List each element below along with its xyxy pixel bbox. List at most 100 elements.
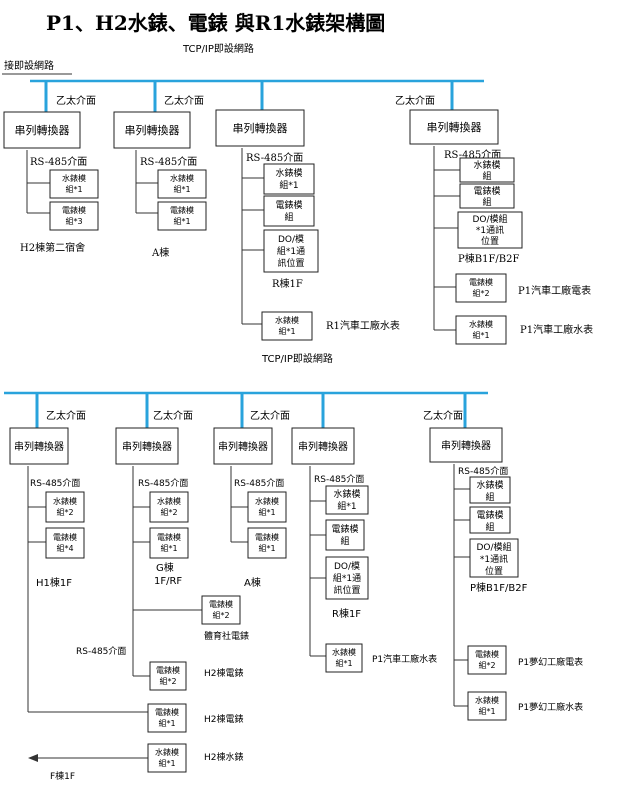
bottom-module-4d xyxy=(325,643,363,673)
bottom-module-5e xyxy=(467,691,507,721)
bottom-module-1a-l2: 組*2 xyxy=(56,507,73,517)
bottom-module-5d xyxy=(467,645,507,675)
bottom-network: TCP/IP即設網路 乙太介面 乙太介面 乙太介面 乙太介面 串列轉換器 RS-… xyxy=(4,352,583,782)
top-module-3c xyxy=(263,229,319,273)
top-module-4e-l2: 組*1 xyxy=(472,330,489,340)
bottom-module-4c-l1: DO/模 xyxy=(334,561,360,572)
bottom-converter-2 xyxy=(115,427,179,465)
bottom-branch-module-a xyxy=(149,661,187,691)
bottom-module-4c-l3: 訊位置 xyxy=(333,584,360,596)
top-rs485-1: RS-485介面 xyxy=(30,156,87,168)
top-module-3d-l1: 水錶模 xyxy=(275,315,299,325)
top-extra-label-4b: P1汽車工廠水表 xyxy=(520,323,593,336)
bottom-module-4b xyxy=(325,519,365,551)
top-rs485-3: RS-485介面 xyxy=(246,152,303,164)
bottom-module-2b-l2: 組*1 xyxy=(160,543,177,553)
bottom-branch-label-b: H2棟電錶 xyxy=(204,713,244,725)
top-converter-4-label: 串列轉換器 xyxy=(427,120,482,134)
bottom-module-5a xyxy=(469,476,511,504)
bottom-branch-module-a-l1: 電錶模 xyxy=(156,665,180,675)
bottom-converter-3 xyxy=(213,427,273,465)
bottom-branch-module-b xyxy=(147,703,187,733)
bottom-caption-1: H1棟1F xyxy=(36,576,72,589)
bottom-branch-rs485: RS-485介面 xyxy=(76,646,126,657)
bottom-module-5e-l2: 組*1 xyxy=(478,706,495,716)
bottom-caption-4: R棟1F xyxy=(332,607,361,620)
bottom-extra-label-4: P1汽車工廠水表 xyxy=(372,653,437,665)
top-caption-3: R棟1F xyxy=(272,277,303,290)
top-module-4c-l3: 位置 xyxy=(481,235,499,247)
top-module-1b xyxy=(49,201,99,231)
bottom-arrow-label: F棟1F xyxy=(50,770,75,782)
top-module-3a-l2: 組*1 xyxy=(279,179,298,191)
top-module-4a-l2: 組 xyxy=(482,170,491,182)
bottom-module-5a-l2: 組 xyxy=(485,491,494,503)
bottom-module-5d-l2: 組*2 xyxy=(478,660,495,670)
top-extra-label-3: R1汽車工廠水表 xyxy=(326,319,400,332)
bottom-module-3b xyxy=(247,527,287,559)
left-arrow-icon xyxy=(28,754,38,762)
top-module-4c-l1: DO/模組 xyxy=(472,213,507,225)
top-caption-4: P棟B1F/B2F xyxy=(458,252,519,265)
top-module-4a-l1: 水錶模 xyxy=(473,159,500,171)
top-module-3a-l1: 水錶模 xyxy=(275,167,302,179)
bottom-module-5b-l2: 組 xyxy=(485,521,494,533)
top-converter-4 xyxy=(409,109,499,145)
bottom-eth-label-3: 乙太介面 xyxy=(250,409,290,422)
top-left-network-label: 接即設網路 xyxy=(4,59,54,72)
top-module-4a xyxy=(459,157,515,183)
top-eth-label-2: 乙太介面 xyxy=(164,94,204,107)
top-eth-label-1: 乙太介面 xyxy=(56,94,96,107)
top-converter-2-label: 串列轉換器 xyxy=(125,123,180,137)
bottom-module-5c-l1: DO/模組 xyxy=(476,541,511,553)
top-module-4d-l1: 電錶模 xyxy=(469,277,493,287)
bottom-module-1b-l2: 組*4 xyxy=(56,543,73,553)
bottom-module-4b-l2: 組 xyxy=(340,535,349,547)
bottom-module-4c xyxy=(325,556,369,600)
bottom-extra-label-2: 體育社電錶 xyxy=(204,630,249,642)
top-module-4e-l1: 水錶模 xyxy=(469,319,493,329)
bottom-rs485-2: RS-485介面 xyxy=(138,478,188,489)
bottom-converter-5 xyxy=(429,427,503,463)
bottom-converter-1 xyxy=(9,427,69,465)
bottom-branch-module-a-l2: 組*2 xyxy=(159,676,176,686)
top-converter-1-label: 串列轉換器 xyxy=(15,123,70,137)
top-caption-2: A棟 xyxy=(151,246,169,259)
bottom-module-5c-l2: *1通訊 xyxy=(480,553,508,565)
top-module-4c-l2: *1通訊 xyxy=(476,224,504,236)
top-module-3d-l2: 組*1 xyxy=(278,326,295,336)
top-extra-label-4a: P1汽車工廠電表 xyxy=(518,284,591,297)
top-module-3c-l2: 組*1通 xyxy=(277,245,305,257)
top-module-3b-l1: 電錶模 xyxy=(275,199,302,211)
bottom-branch-module-c-l1: 水錶模 xyxy=(155,747,179,757)
top-module-3c-l1: DO/模 xyxy=(278,234,304,245)
bottom-converter-2-label: 串列轉換器 xyxy=(122,440,172,453)
bottom-extra-label-5b: P1夢幻工廠水表 xyxy=(518,701,583,713)
bottom-module-5a-l1: 水錶模 xyxy=(476,479,503,491)
top-module-2a-l2: 組*1 xyxy=(173,184,190,194)
top-module-2b-l2: 組*1 xyxy=(173,216,190,226)
bottom-module-5e-l1: 水錶模 xyxy=(475,695,499,705)
bottom-branch-label-a: H2棟電錶 xyxy=(204,667,244,679)
bottom-module-1a-l1: 水錶模 xyxy=(53,496,77,506)
bottom-module-3a-l1: 水錶模 xyxy=(255,496,279,506)
bottom-branch-module-b-l1: 電錶模 xyxy=(155,707,179,717)
bottom-rs485-1: RS-485介面 xyxy=(30,478,80,489)
bottom-caption-3: A棟 xyxy=(244,576,261,589)
top-module-1a xyxy=(49,169,99,199)
bottom-module-4d-l1: 水錶模 xyxy=(332,647,356,657)
top-network: TCP/IP即設網路 接即設網路 乙太介面 乙太介面 乙太介面 串列轉換器 RS… xyxy=(2,42,593,345)
top-converter-1 xyxy=(3,111,81,149)
top-module-4b-l1: 電錶模 xyxy=(473,185,500,197)
bottom-module-4b-l1: 電錶模 xyxy=(331,523,358,535)
top-module-3d xyxy=(261,311,313,341)
top-module-4d-l2: 組*2 xyxy=(472,288,489,298)
top-module-2b xyxy=(157,201,207,231)
bottom-converter-3-label: 串列轉換器 xyxy=(218,440,268,453)
bottom-caption-5: P棟B1F/B2F xyxy=(470,581,528,594)
top-module-1b-l1: 電錶模 xyxy=(62,205,86,215)
bottom-converter-1-label: 串列轉換器 xyxy=(14,440,64,453)
top-module-3b-l2: 組 xyxy=(284,211,293,223)
bottom-module-2a-l1: 水錶模 xyxy=(157,496,181,506)
top-converter-3-label: 串列轉換器 xyxy=(233,121,288,135)
